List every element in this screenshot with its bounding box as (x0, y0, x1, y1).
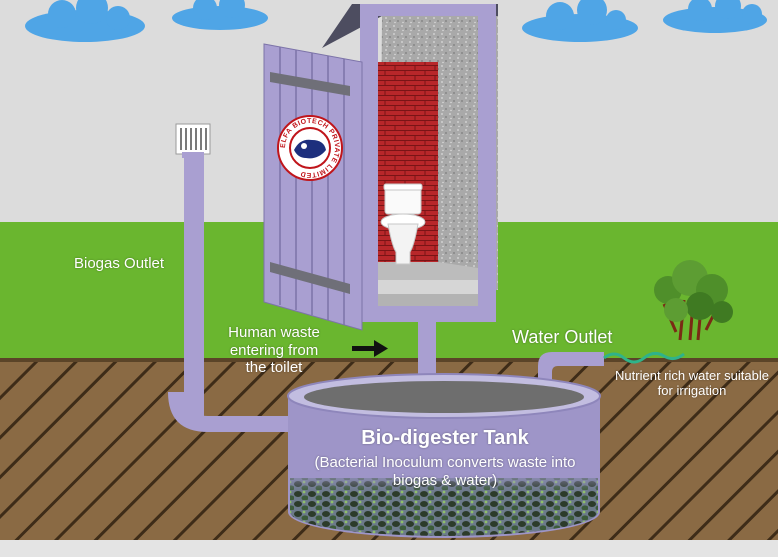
human-waste-label: Human waste entering from the toilet (228, 324, 320, 377)
bio-digester-tank (287, 373, 601, 538)
right-arrow-icon (352, 340, 388, 357)
water-outlet-label: Water Outlet (512, 327, 613, 347)
tree-icon (654, 260, 733, 341)
bottom-border (0, 540, 778, 557)
company-logo (277, 115, 343, 181)
cloud-icon (25, 0, 145, 42)
cloud-icon (522, 0, 638, 42)
water-flow (603, 351, 685, 364)
toilet-icon (380, 183, 426, 265)
nutrient-water-label: Nutrient rich water suitable for irrigat… (615, 368, 769, 399)
ground-line (0, 358, 778, 362)
door[interactable] (263, 43, 363, 331)
tank-description: (Bacterial Inoculum converts waste into … (314, 454, 576, 489)
cloud-icon (172, 0, 268, 30)
biogas-vent-pipe (168, 155, 300, 432)
vent-cap-icon (175, 123, 211, 158)
biogas-outlet-label: Biogas Outlet (74, 255, 165, 272)
cloud-icon (663, 0, 767, 33)
water-outlet-pipe (538, 352, 604, 382)
tank-title: Bio-digester Tank (361, 427, 529, 449)
waste-inlet-pipe (418, 322, 436, 374)
